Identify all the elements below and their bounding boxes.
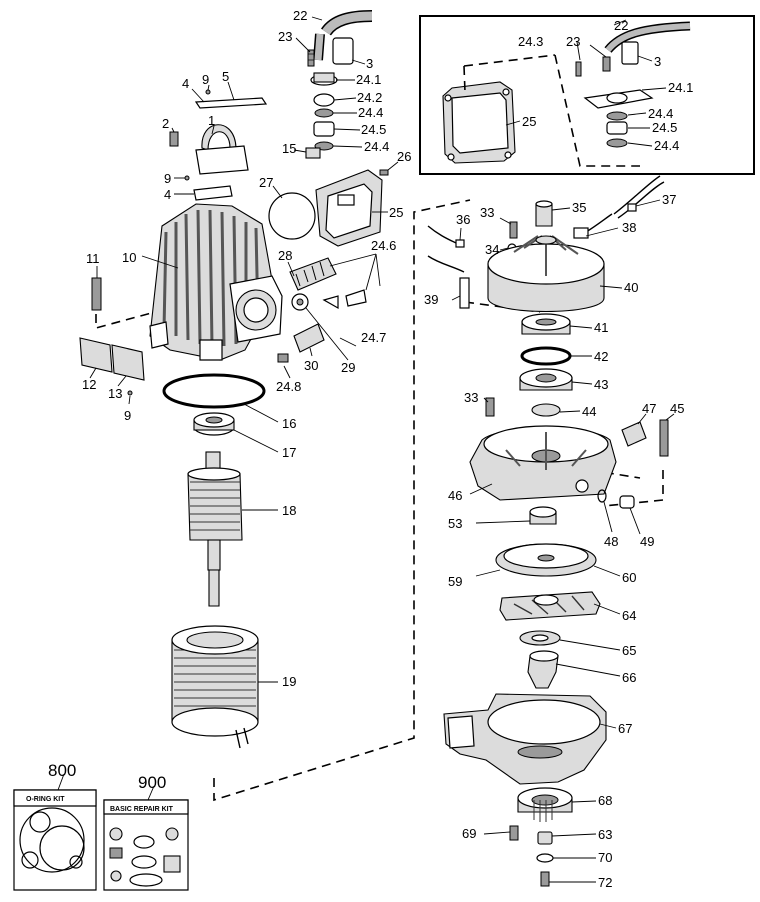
- inset-label-24-1: 24.1: [668, 80, 693, 95]
- inset-label-3: 3: [654, 54, 661, 69]
- handle-group: [169, 81, 268, 201]
- label-33: 33: [464, 390, 478, 405]
- label-4: 4: [164, 187, 171, 202]
- label-72: 72: [598, 875, 612, 890]
- label-22: 22: [293, 8, 307, 23]
- inset-label-23: 23: [566, 34, 580, 49]
- label-19: 19: [282, 674, 296, 689]
- label-2: 2: [162, 116, 169, 131]
- label-30: 30: [304, 358, 318, 373]
- label-69: 69: [462, 826, 476, 841]
- label-4: 4: [182, 76, 189, 91]
- label-33: 33: [480, 205, 494, 220]
- label-17: 17: [282, 445, 296, 460]
- basic-repair-kit[interactable]: [103, 785, 189, 891]
- label-3: 3: [366, 56, 373, 71]
- label-42: 42: [594, 349, 608, 364]
- label-5: 5: [222, 69, 229, 84]
- label-11: 11: [86, 251, 100, 266]
- nameplates: [79, 337, 145, 405]
- oring-kit-number: 800: [48, 761, 76, 780]
- oring-bearing-top: [162, 373, 279, 453]
- oring-kit-title: O-RING KIT: [26, 796, 65, 803]
- repair-kit-title: BASIC REPAIR KIT: [110, 806, 174, 813]
- label-24-5: 24.5: [361, 122, 386, 137]
- label-47: 47: [642, 401, 656, 416]
- label-70: 70: [598, 850, 612, 865]
- label-29: 29: [341, 360, 355, 375]
- label-9: 9: [164, 171, 171, 186]
- label-9: 9: [124, 408, 131, 423]
- label-40: 40: [624, 280, 638, 295]
- label-59: 59: [448, 574, 462, 589]
- cable-entry-group: [295, 10, 373, 151]
- label-24-7: 24.7: [361, 330, 386, 345]
- label-64: 64: [622, 608, 636, 623]
- label-68: 68: [598, 793, 612, 808]
- inset-label-22: 22: [614, 18, 628, 33]
- label-15: 15: [282, 141, 296, 156]
- label-10: 10: [122, 250, 136, 265]
- oring-kit[interactable]: [13, 773, 97, 891]
- label-1: 1: [208, 113, 215, 128]
- inset-label-24-4: 24.4: [654, 138, 679, 153]
- inset-label-25: 25: [522, 114, 536, 129]
- label-37: 37: [662, 192, 676, 207]
- repair-kit-number: 900: [138, 773, 166, 792]
- label-28: 28: [278, 248, 292, 263]
- inset-detail: [419, 15, 755, 175]
- label-24-1: 24.1: [356, 72, 381, 87]
- label-16: 16: [282, 416, 296, 431]
- label-34: 34: [485, 242, 499, 257]
- label-13: 13: [108, 386, 122, 401]
- label-9: 9: [202, 72, 209, 87]
- label-24-2: 24.2: [357, 90, 382, 105]
- label-26: 26: [397, 149, 411, 164]
- label-43: 43: [594, 377, 608, 392]
- right-column-parts: [427, 175, 675, 887]
- label-38: 38: [622, 220, 636, 235]
- label-24-4: 24.4: [364, 139, 389, 154]
- inset-label-24-5: 24.5: [652, 120, 677, 135]
- label-18: 18: [282, 503, 296, 518]
- label-12: 12: [82, 377, 96, 392]
- label-24-8: 24.8: [276, 379, 301, 394]
- cover-group: [268, 147, 399, 247]
- label-24-6: 24.6: [371, 238, 396, 253]
- inset-label-24-4: 24.4: [648, 106, 673, 121]
- rotor: [187, 451, 278, 607]
- label-49: 49: [640, 534, 654, 549]
- connector-group: [277, 253, 381, 379]
- label-23: 23: [278, 29, 292, 44]
- label-39: 39: [424, 292, 438, 307]
- part-labels: 22 23 3 24.1 24.2 24.4 24.5 24.4 26 15 4…: [26, 8, 693, 890]
- label-25: 25: [389, 205, 403, 220]
- label-53: 53: [448, 516, 462, 531]
- label-48: 48: [604, 534, 618, 549]
- label-66: 66: [622, 670, 636, 685]
- label-44: 44: [582, 404, 596, 419]
- label-63: 63: [598, 827, 612, 842]
- label-65: 65: [622, 643, 636, 658]
- label-41: 41: [594, 320, 608, 335]
- label-45: 45: [670, 401, 684, 416]
- label-60: 60: [622, 570, 636, 585]
- label-35: 35: [572, 200, 586, 215]
- stator: [171, 625, 278, 749]
- motor-housing: [91, 203, 283, 361]
- inset-label-24-3: 24.3: [518, 34, 543, 49]
- label-24-4: 24.4: [358, 105, 383, 120]
- label-46: 46: [448, 488, 462, 503]
- label-27: 27: [259, 175, 273, 190]
- label-67: 67: [618, 721, 632, 736]
- label-36: 36: [456, 212, 470, 227]
